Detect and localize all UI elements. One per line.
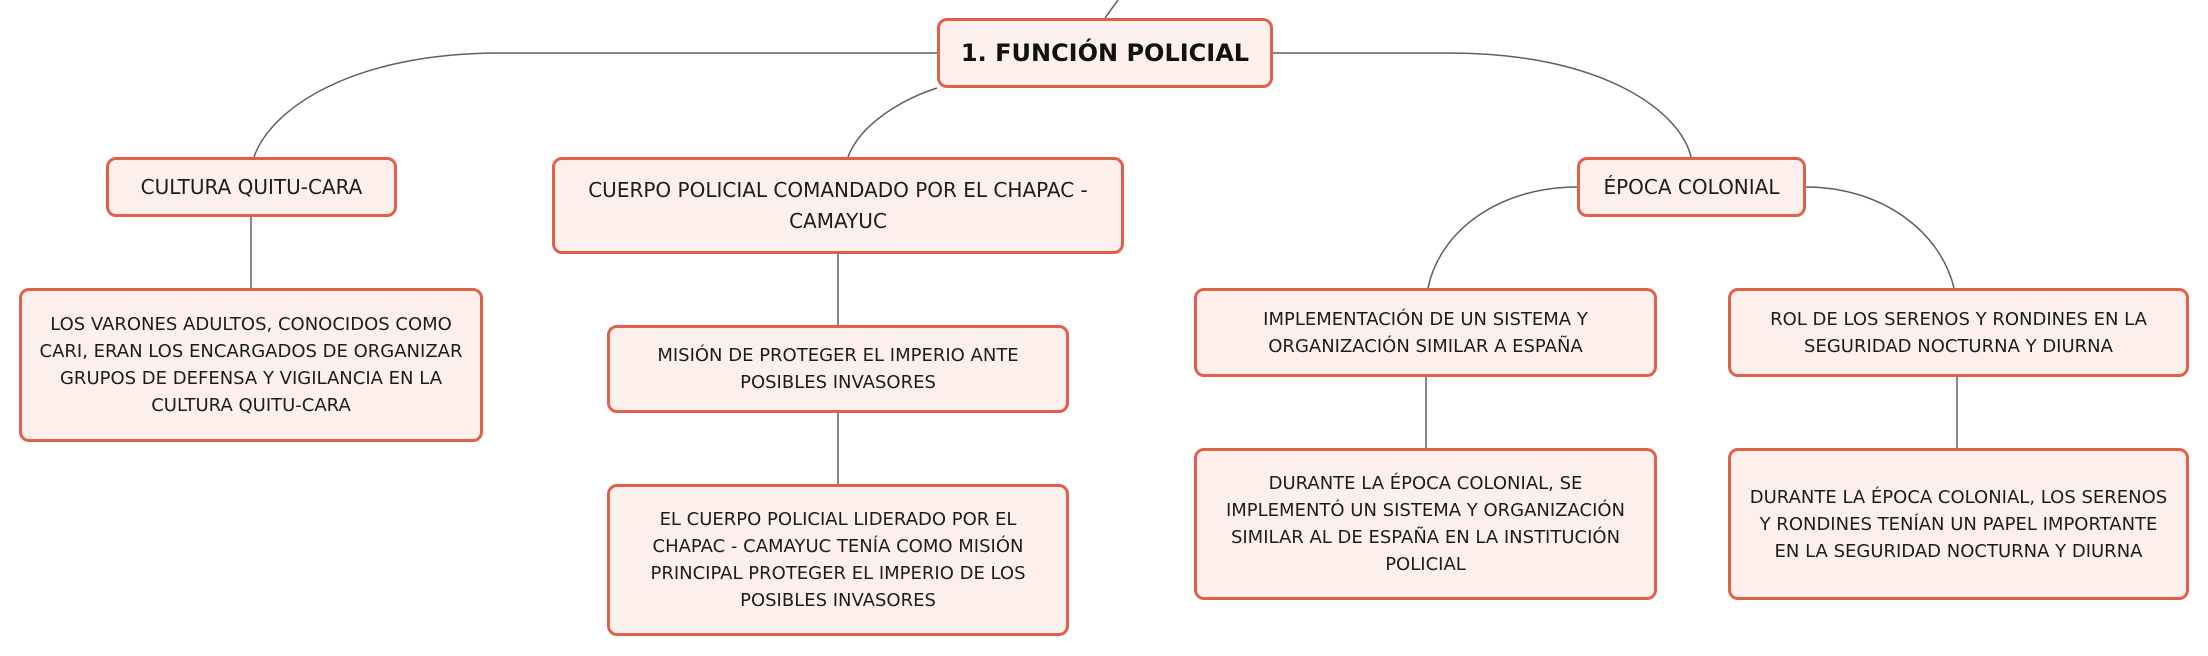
- node-cuerpo-policial[interactable]: CUERPO POLICIAL COMANDADO POR EL CHAPAC …: [552, 157, 1124, 254]
- connector-root-to-epoca-colonial: [1273, 52, 1692, 158]
- node-cuerpo-policial-detalle[interactable]: EL CUERPO POLICIAL LIDERADO POR EL CHAPA…: [607, 484, 1069, 636]
- node-label: MISIÓN DE PROTEGER EL IMPERIO ANTE POSIB…: [657, 345, 1019, 393]
- connector-root-to-cuerpo-policial: [847, 87, 938, 158]
- node-label: EL CUERPO POLICIAL LIDERADO POR EL CHAPA…: [650, 509, 1026, 611]
- node-label: ÉPOCA COLONIAL: [1603, 174, 1780, 199]
- node-implementacion-sistema[interactable]: IMPLEMENTACIÓN DE UN SISTEMA Y ORGANIZAC…: [1194, 288, 1657, 377]
- node-epoca-colonial[interactable]: ÉPOCA COLONIAL: [1577, 157, 1806, 217]
- connector-colonial-to-rol: [1805, 186, 1955, 289]
- node-implementacion-detalle[interactable]: DURANTE LA ÉPOCA COLONIAL, SE IMPLEMENTÓ…: [1194, 448, 1657, 600]
- node-label: CULTURA QUITU-CARA: [140, 174, 363, 199]
- node-cultura-quitu-cara[interactable]: CULTURA QUITU-CARA: [106, 157, 397, 217]
- node-label: DURANTE LA ÉPOCA COLONIAL, SE IMPLEMENTÓ…: [1225, 473, 1626, 575]
- connector-root-to-parent: [1104, 0, 1119, 19]
- node-label: LOS VARONES ADULTOS, CONOCIDOS COMO CARI…: [39, 314, 463, 416]
- node-varones-adultos[interactable]: LOS VARONES ADULTOS, CONOCIDOS COMO CARI…: [19, 288, 483, 442]
- node-mision-proteger[interactable]: MISIÓN DE PROTEGER EL IMPERIO ANTE POSIB…: [607, 325, 1069, 413]
- node-label: 1. FUNCIÓN POLICIAL: [960, 38, 1250, 67]
- node-label: ROL DE LOS SERENOS Y RONDINES EN LA SEGU…: [1770, 308, 2147, 357]
- node-label: IMPLEMENTACIÓN DE UN SISTEMA Y ORGANIZAC…: [1263, 308, 1588, 357]
- node-root-funcion-policial[interactable]: 1. FUNCIÓN POLICIAL: [937, 18, 1273, 88]
- node-serenos-detalle[interactable]: DURANTE LA ÉPOCA COLONIAL, LOS SERENOS Y…: [1728, 448, 2189, 600]
- node-rol-serenos-rondines[interactable]: ROL DE LOS SERENOS Y RONDINES EN LA SEGU…: [1728, 288, 2189, 377]
- connector-colonial-to-implementacion: [1427, 186, 1578, 289]
- node-label: DURANTE LA ÉPOCA COLONIAL, LOS SERENOS Y…: [1749, 486, 2168, 562]
- node-label: CUERPO POLICIAL COMANDADO POR EL CHAPAC …: [588, 177, 1088, 233]
- connector-root-to-quitu-cara: [253, 52, 937, 158]
